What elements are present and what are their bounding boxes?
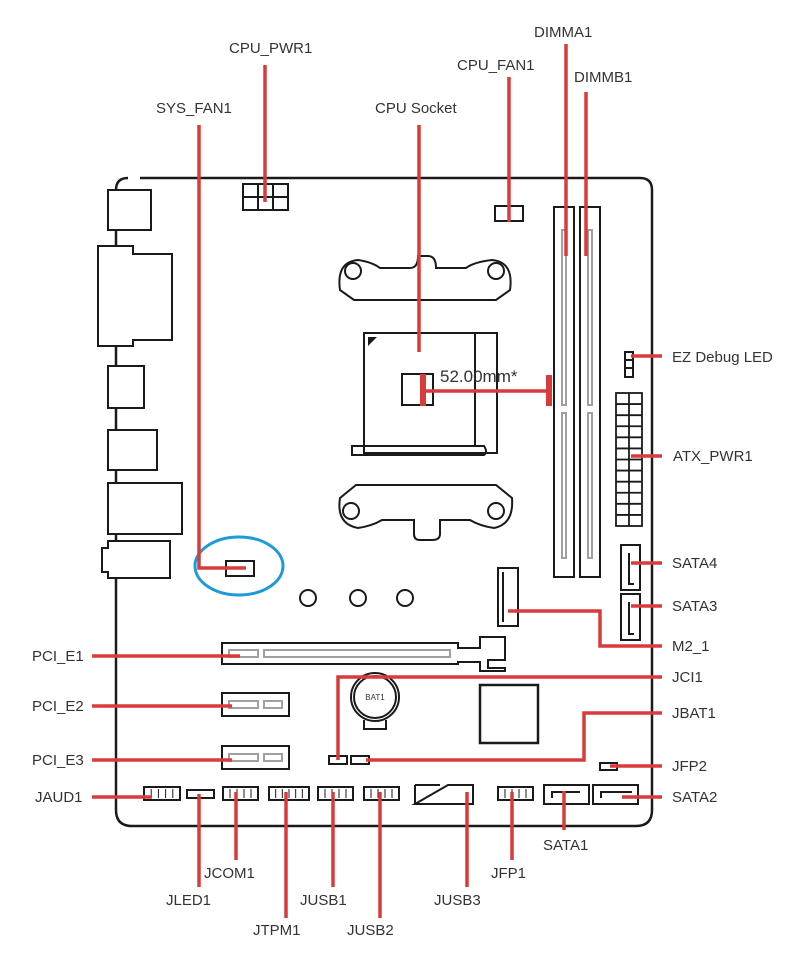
- io-port-usb1: [107, 365, 145, 409]
- label-jusb1: JUSB1: [300, 892, 347, 909]
- label-cpu-fan1: CPU_FAN1: [457, 57, 535, 74]
- io-port-top: [107, 189, 152, 231]
- sata3-port: [620, 593, 641, 641]
- io-port-usb2: [107, 429, 158, 471]
- sata4-port: [620, 544, 641, 591]
- label-jled1: JLED1: [166, 892, 212, 909]
- label-jci1: JCI1: [672, 669, 703, 686]
- chipset: [478, 683, 540, 745]
- jtpm1-header: [268, 786, 310, 801]
- label-dimma1: DIMMA1: [534, 24, 593, 41]
- m2-slot: [497, 567, 519, 627]
- pin1-marker: [368, 337, 377, 346]
- pcie-x16-slot: [221, 636, 506, 672]
- label-m2-1: M2_1: [672, 638, 710, 655]
- label-atx-pwr1: ATX_PWR1: [673, 448, 753, 465]
- label-sata3: SATA3: [672, 598, 718, 615]
- label-sata4: SATA4: [672, 555, 718, 572]
- label-jfp2: JFP2: [672, 758, 708, 775]
- dimm-slot-inner: [561, 229, 593, 559]
- label-pci-e1: PCI_E1: [32, 648, 84, 665]
- label-jfp1: JFP1: [491, 865, 527, 882]
- board-outline: [114, 176, 654, 828]
- label-cpu-socket: CPU Socket: [375, 100, 457, 117]
- jcom1-header: [222, 786, 259, 801]
- label-jusb3: JUSB3: [434, 892, 481, 909]
- battery-label: BAT1: [365, 693, 385, 702]
- label-sata1: SATA1: [543, 837, 589, 854]
- pcie-x1-slot-2: [221, 692, 290, 717]
- label-ez-debug-led: EZ Debug LED: [672, 349, 773, 366]
- jusb3-header: [411, 784, 474, 805]
- label-pci-e3: PCI_E3: [32, 752, 84, 769]
- jfp1-header: [497, 786, 534, 801]
- leader-m2-1: [508, 609, 662, 648]
- label-cpu-pwr1: CPU_PWR1: [229, 40, 313, 57]
- label-jaud1: JAUD1: [35, 789, 83, 806]
- io-port-vga: [97, 245, 173, 347]
- leader-jbat1: [366, 711, 662, 762]
- leader-jci1: [336, 675, 662, 760]
- label-jbat1: JBAT1: [672, 705, 716, 722]
- ez-debug-led-component: [624, 351, 634, 378]
- label-sata2: SATA2: [672, 789, 718, 806]
- jaud1-header: [143, 786, 181, 801]
- highlight-circle: [193, 535, 285, 597]
- io-port-lan: [107, 482, 183, 535]
- label-dimmb1: DIMMB1: [574, 69, 633, 86]
- pcie-x1-inner: [228, 700, 283, 762]
- measurement-label: 52.00mm*: [440, 367, 518, 386]
- label-jusb2: JUSB2: [347, 922, 394, 939]
- label-jcom1: JCOM1: [204, 865, 255, 882]
- leader-sys-fan1: [197, 125, 246, 570]
- io-port-audio: [101, 540, 171, 579]
- dimm-slots: [553, 206, 601, 578]
- label-jtpm1: JTPM1: [253, 922, 301, 939]
- pcie-x1-slot-3: [221, 745, 290, 770]
- sata2-port: [592, 784, 639, 805]
- label-sys-fan1: SYS_FAN1: [156, 100, 232, 117]
- pcie-x16-inner: [228, 649, 451, 658]
- cpu-bracket-bottom: [338, 484, 514, 541]
- cpu-bracket-top: [338, 255, 512, 301]
- measurement-line: [420, 374, 552, 406]
- atx-pwr1-connector: [615, 392, 643, 527]
- mounting-holes: [299, 589, 414, 607]
- sata1-port: [543, 784, 590, 805]
- label-pci-e2: PCI_E2: [32, 698, 84, 715]
- jusb1-header: [317, 786, 354, 801]
